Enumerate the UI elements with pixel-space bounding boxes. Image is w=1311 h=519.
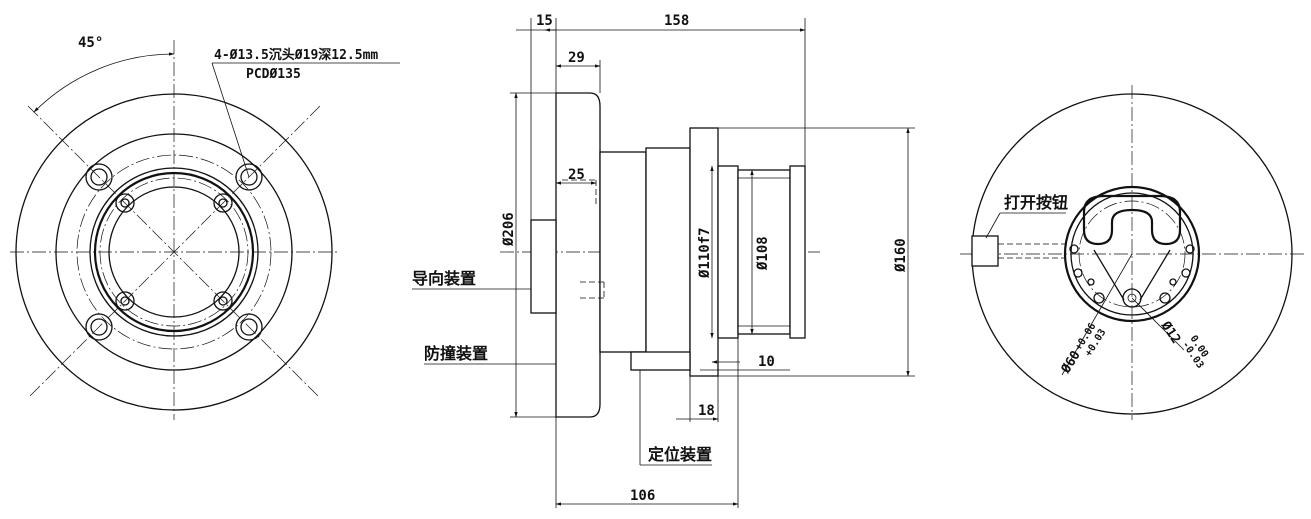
dim-60: Ø60	[1058, 348, 1084, 377]
right-callouts: 打开按钮 Ø60 +0.06 +0.03 Ø12 0.00 -0.03	[985, 193, 1210, 377]
right-view: 打开按钮 Ø60 +0.06 +0.03 Ø12 0.00 -0.03	[960, 85, 1305, 420]
dim-110: Ø110f7	[697, 227, 713, 279]
countersunk-holes	[85, 163, 263, 341]
side-view: 15 158 29 25 Ø206 Ø110f7 Ø108 Ø160	[412, 13, 915, 508]
dim-15: 15	[536, 13, 553, 29]
dim-160: Ø160	[893, 238, 909, 273]
dim-158: 158	[664, 13, 689, 29]
dim-29: 29	[568, 50, 585, 66]
side-dimensions: 15 158 29 25 Ø206 Ø110f7 Ø108 Ø160	[501, 13, 915, 508]
front-view-centerlines	[10, 40, 338, 420]
angle-dimension: 45°	[33, 35, 175, 113]
dim-25: 25	[568, 167, 585, 183]
dim-10: 10	[758, 354, 775, 370]
side-callouts: 导向装置 防撞装置 定位装置	[412, 269, 712, 466]
hole-spec-text: 4-Ø13.5沉头Ø19深12.5mm	[214, 47, 378, 63]
dim-18: 18	[698, 403, 715, 419]
inner-bolt-holes	[115, 193, 233, 311]
label-button: 打开按钮	[1004, 193, 1068, 212]
label-guide: 导向装置	[412, 269, 476, 288]
hole-callout: 4-Ø13.5沉头Ø19深12.5mm PCDØ135	[211, 47, 400, 178]
side-view-body	[530, 92, 806, 418]
label-locator: 定位装置	[647, 445, 712, 464]
pcd-text: PCDØ135	[246, 67, 301, 82]
front-view: 45° 4-Ø13.5沉头Ø19深12.5mm PCDØ135	[10, 35, 400, 420]
dim-206: Ø206	[501, 212, 517, 247]
dim-108: Ø108	[755, 236, 771, 271]
angle-label: 45°	[78, 35, 103, 51]
dim-106: 106	[630, 488, 655, 504]
dim-12: Ø12	[1157, 318, 1183, 347]
label-anticollision: 防撞装置	[424, 344, 488, 363]
